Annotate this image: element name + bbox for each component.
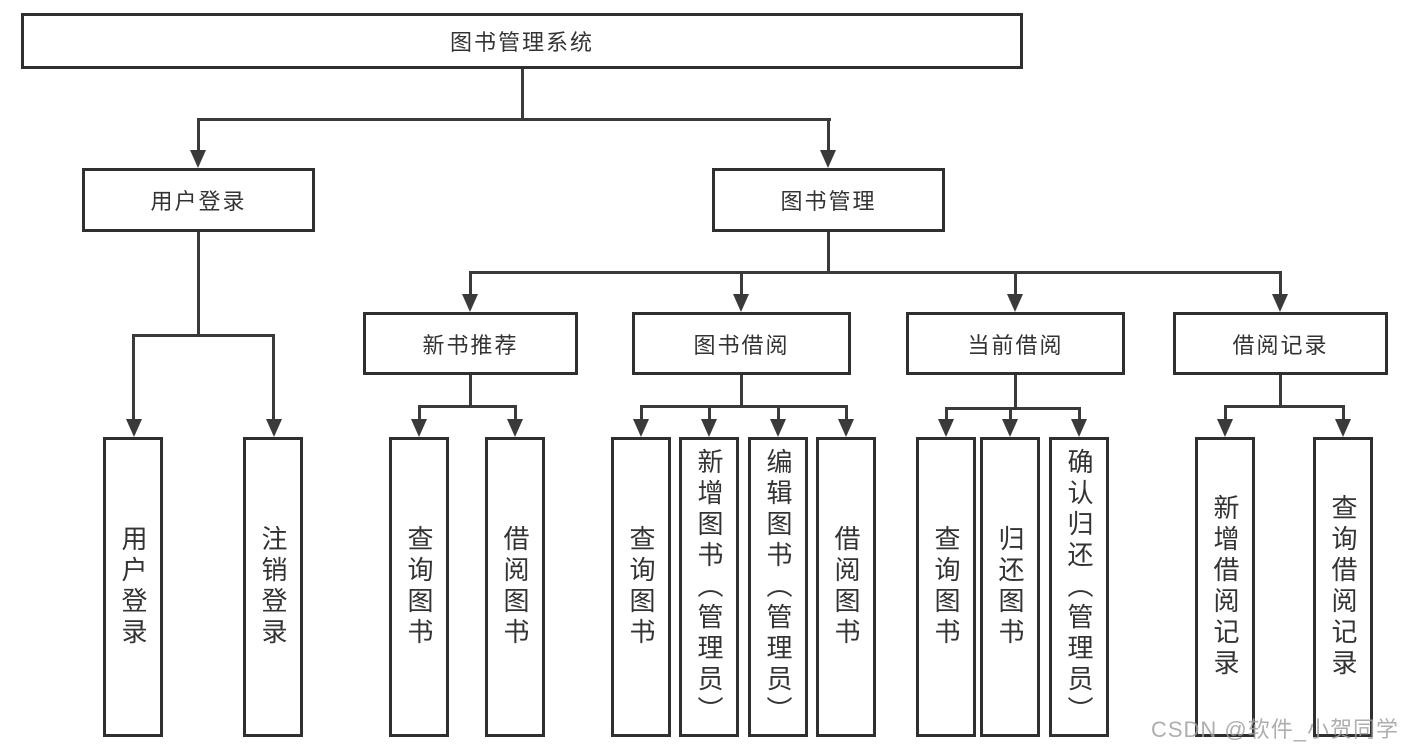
connector-drop-bb-add bbox=[708, 405, 711, 421]
arrow-to-br-add bbox=[1217, 419, 1233, 437]
arrow-to-book-management bbox=[820, 150, 836, 168]
arrow-to-leaf-logout bbox=[266, 419, 282, 437]
connector-new-book-rail bbox=[418, 405, 517, 408]
node-book-management: 图书管理 bbox=[712, 168, 945, 232]
connector-user-login-rail bbox=[132, 334, 275, 337]
node-user-login: 用户登录 bbox=[82, 168, 315, 232]
connector-drop-nb-borrow bbox=[514, 405, 517, 421]
connector-borrow-records-rail bbox=[1224, 405, 1345, 408]
arrow-to-user-login bbox=[190, 150, 206, 168]
arrow-to-new-book bbox=[462, 294, 478, 312]
connector-root-stem bbox=[521, 69, 524, 120]
arrow-to-br-query bbox=[1335, 419, 1351, 437]
leaf-query-books-borrowing: 查询图书 bbox=[611, 437, 671, 737]
connector-drop-leaf-logout bbox=[272, 334, 275, 420]
connector-drop-current-borrow bbox=[1014, 271, 1017, 295]
arrow-to-cb-query bbox=[938, 419, 954, 437]
connector-current-borrow-stem bbox=[1014, 375, 1017, 410]
arrow-to-bb-edit bbox=[770, 419, 786, 437]
connector-drop-bb-edit bbox=[777, 405, 780, 421]
arrow-to-bb-add bbox=[701, 419, 717, 437]
node-borrowing-records: 借阅记录 bbox=[1173, 312, 1388, 375]
connector-user-login-stem bbox=[197, 232, 200, 336]
leaf-query-books-recommend: 查询图书 bbox=[389, 437, 449, 737]
connector-book-borrow-stem bbox=[740, 375, 743, 408]
connector-drop-br-add bbox=[1224, 405, 1227, 421]
leaf-query-borrow-record: 查询借阅记录 bbox=[1313, 437, 1373, 737]
leaf-edit-books-admin: 编辑图书（管理员） bbox=[748, 437, 808, 737]
connector-current-borrow-rail bbox=[945, 407, 1081, 410]
connector-drop-bb-query bbox=[640, 405, 643, 421]
arrow-to-bb-borrow bbox=[838, 419, 854, 437]
leaf-user-login: 用户登录 bbox=[103, 437, 163, 737]
arrow-to-cb-confirm bbox=[1071, 419, 1087, 437]
arrow-to-bb-query bbox=[633, 419, 649, 437]
leaf-query-books-current: 查询图书 bbox=[916, 437, 976, 737]
arrow-to-borrow-records bbox=[1272, 294, 1288, 312]
connector-drop-book-borrow bbox=[740, 271, 743, 295]
connector-drop-cb-query bbox=[945, 407, 948, 421]
leaf-logout: 注销登录 bbox=[243, 437, 303, 737]
leaf-borrow-books-borrowing: 借阅图书 bbox=[816, 437, 876, 737]
node-new-book-recommendation: 新书推荐 bbox=[363, 312, 578, 375]
connector-drop-br-query bbox=[1342, 405, 1345, 421]
node-book-borrowing: 图书借阅 bbox=[632, 312, 851, 375]
leaf-add-borrow-record: 新增借阅记录 bbox=[1195, 437, 1255, 737]
node-current-borrowing: 当前借阅 bbox=[906, 312, 1125, 375]
connector-drop-borrow-records bbox=[1279, 271, 1282, 295]
connector-drop-book-management bbox=[827, 118, 830, 152]
arrow-to-book-borrow bbox=[733, 294, 749, 312]
leaf-borrow-books-recommend: 借阅图书 bbox=[485, 437, 545, 737]
connector-book-management-stem bbox=[827, 232, 830, 274]
connector-drop-cb-confirm bbox=[1078, 407, 1081, 421]
connector-book-management-rail bbox=[469, 271, 1282, 274]
connector-new-book-stem bbox=[469, 375, 472, 408]
arrow-to-current-borrow bbox=[1007, 294, 1023, 312]
connector-drop-cb-return bbox=[1009, 407, 1012, 421]
connector-root-rail bbox=[197, 118, 831, 121]
arrow-to-nb-query bbox=[411, 419, 427, 437]
connector-drop-nb-query bbox=[418, 405, 421, 421]
connector-drop-leaf-user-login bbox=[132, 334, 135, 420]
csdn-watermark: CSDN @软件_小贺同学 bbox=[1150, 717, 1399, 742]
leaf-return-books: 归还图书 bbox=[980, 437, 1040, 737]
arrow-to-cb-return bbox=[1002, 419, 1018, 437]
connector-drop-new-book bbox=[469, 271, 472, 295]
arrow-to-nb-borrow bbox=[507, 419, 523, 437]
leaf-confirm-return-admin: 确认归还（管理员） bbox=[1049, 437, 1109, 737]
connector-drop-bb-borrow bbox=[845, 405, 848, 421]
connector-book-borrow-rail bbox=[640, 405, 848, 408]
node-library-management-system: 图书管理系统 bbox=[21, 13, 1023, 69]
arrow-to-leaf-user-login bbox=[126, 419, 142, 437]
connector-drop-user-login bbox=[197, 118, 200, 152]
leaf-add-books-admin: 新增图书（管理员） bbox=[679, 437, 739, 737]
connector-borrow-records-stem bbox=[1279, 375, 1282, 408]
